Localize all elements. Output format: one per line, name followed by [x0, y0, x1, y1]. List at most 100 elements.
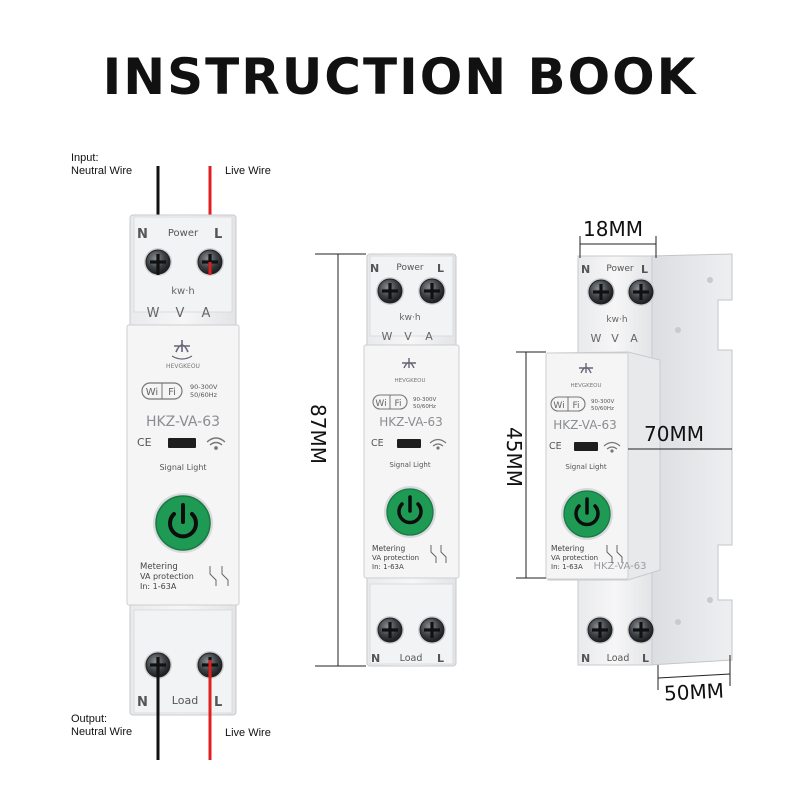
screw-icon: [626, 615, 656, 645]
device-left: N Power L kw·h W V A HEVGKEOU Wi Fi 90-3…: [126, 166, 240, 760]
switch-symbol-icon: [209, 566, 229, 586]
freq-label: 50/60Hz: [591, 406, 614, 412]
model-label: HKZ-VA-63: [379, 415, 443, 429]
width-dimension-line: [579, 236, 657, 258]
brand-label: HEVGKEOU: [394, 378, 425, 384]
bottom-n-label: N: [371, 652, 380, 665]
bottom-l-label: L: [437, 652, 444, 665]
screw-icon: [626, 277, 656, 307]
bottom-n-label: N: [581, 652, 590, 665]
output-label: Output:: [71, 713, 108, 725]
screw-icon: [417, 615, 447, 645]
a-label: A: [202, 306, 211, 321]
power-button[interactable]: [561, 488, 613, 540]
kwh-label: kw·h: [399, 313, 420, 323]
range-label: In: 1-63A: [140, 582, 177, 591]
brand-logo-icon: [402, 358, 416, 369]
brand-label: HEVGKEOU: [166, 363, 200, 370]
kwh-label: kw·h: [171, 286, 195, 297]
top-n-label: N: [137, 227, 148, 242]
metering-label: Metering: [140, 562, 178, 572]
base-dimension-line: [657, 655, 731, 690]
top-l-label: L: [437, 262, 444, 275]
v-label: V: [611, 332, 619, 345]
page-title: INSTRUCTION BOOK: [102, 48, 698, 106]
top-n-label: N: [370, 262, 379, 275]
signal-light-label: Signal Light: [565, 463, 606, 471]
freq-label: 50/60Hz: [190, 391, 218, 399]
wifi-fi-label: Fi: [572, 401, 579, 411]
kwh-label: kw·h: [606, 315, 627, 325]
v-label: V: [404, 330, 412, 343]
depth-dimension-label: 70MM: [644, 422, 704, 446]
ce-mark-label: CE: [371, 438, 384, 449]
device-right: N Power L kw·h W V A HEVGKEOU Wi Fi 90-3…: [516, 236, 733, 690]
metering-label: Metering: [551, 544, 585, 553]
height-dimension-label: 87MM: [305, 404, 330, 464]
wifi-icon: [429, 438, 447, 450]
input-live-label: Live Wire: [225, 165, 271, 177]
brand-logo-icon: [171, 340, 193, 360]
bottom-load-label: Load: [172, 694, 198, 707]
side-model-label: HKZ-VA-63: [594, 561, 647, 572]
power-icon: [574, 497, 600, 527]
screw-icon: [417, 276, 447, 306]
top-l-label: L: [214, 227, 222, 242]
wifi-wi-label: Wi: [553, 401, 564, 411]
voltage-label: 90-300V: [413, 397, 436, 403]
model-label: HKZ-VA-63: [146, 414, 220, 430]
bottom-load-label: Load: [607, 653, 630, 664]
switch-symbol-icon: [606, 545, 623, 563]
power-button[interactable]: [384, 486, 436, 538]
height-dimension-line: [315, 253, 366, 667]
bottom-load-label: Load: [400, 653, 423, 664]
brand-logo-icon: [579, 363, 593, 374]
screw-icon: [586, 277, 616, 307]
bottom-l-label: L: [214, 695, 222, 710]
range-label: In: 1-63A: [372, 563, 404, 571]
front-height-dimension-label: 45MM: [501, 427, 526, 487]
ce-mark-label: CE: [137, 436, 152, 449]
a-label: A: [630, 332, 638, 345]
model-label: HKZ-VA-63: [553, 418, 617, 432]
signal-light-window: [397, 439, 421, 448]
power-button[interactable]: [153, 493, 213, 553]
signal-light-window: [168, 438, 196, 448]
wifi-wi-label: Wi: [146, 387, 158, 398]
top-l-label: L: [641, 263, 648, 276]
brand-label: HEVGKEOU: [570, 383, 601, 389]
output-neutral-label: Neutral Wire: [71, 726, 133, 738]
wifi-wi-label: Wi: [375, 399, 386, 409]
w-label: W: [147, 306, 160, 321]
output-label-group: Output: Neutral Wire: [71, 713, 132, 739]
top-power-label: Power: [396, 263, 424, 273]
voltage-label: 90-300V: [190, 383, 218, 391]
va-protection-label: VA protection: [372, 554, 419, 562]
signal-light-label: Signal Light: [159, 463, 206, 472]
power-icon: [168, 503, 198, 539]
power-icon: [397, 495, 423, 525]
input-label-group: Input: Neutral Wire: [71, 152, 132, 178]
a-label: A: [425, 330, 433, 343]
device-side-panel: [649, 253, 733, 666]
width-dimension-label: 18MM: [583, 217, 643, 241]
signal-light-window: [574, 442, 598, 451]
va-protection-label: VA protection: [140, 572, 194, 581]
screw-icon: [375, 276, 405, 306]
top-power-label: Power: [606, 264, 634, 274]
ce-mark-label: CE: [549, 441, 562, 452]
metering-label: Metering: [372, 544, 406, 553]
signal-light-label: Signal Light: [389, 461, 430, 469]
device-middle: N Power L kw·h W V A HEVGKEOU Wi Fi 90-3…: [315, 253, 460, 667]
wifi-fi-label: Fi: [394, 399, 401, 409]
screw-icon: [375, 615, 405, 645]
input-label: Input:: [71, 152, 99, 164]
output-live-label: Live Wire: [225, 727, 271, 739]
base-dimension-label: 50MM: [663, 678, 725, 706]
bottom-l-label: L: [642, 652, 649, 665]
freq-label: 50/60Hz: [413, 404, 436, 410]
wifi-icon: [206, 437, 226, 450]
bottom-n-label: N: [137, 695, 148, 710]
screw-icon: [585, 615, 615, 645]
